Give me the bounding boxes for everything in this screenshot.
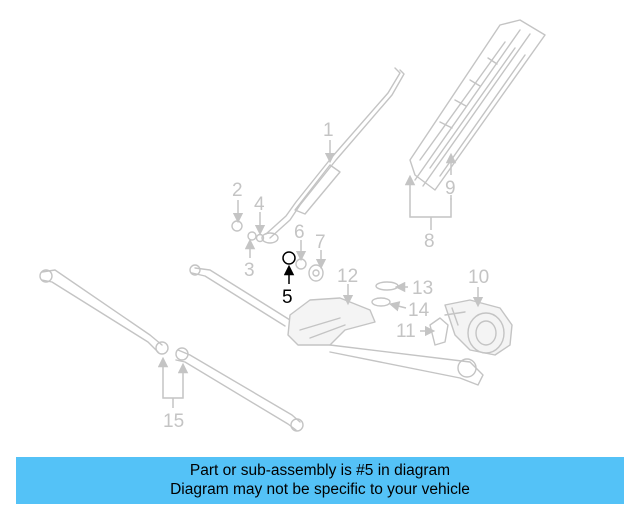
gasket-part-14 <box>371 297 391 307</box>
cap-part-7 <box>308 264 324 282</box>
callout-13: 13 <box>412 278 433 299</box>
banner-line-disclaimer: Diagram may not be specific to your vehi… <box>170 481 470 498</box>
callout-7: 7 <box>315 232 326 253</box>
wiper-parts-diagram: 1 2 3 4 5 6 7 8 9 10 11 12 13 14 15 <box>39 19 546 432</box>
nut-part-6 <box>295 258 307 270</box>
nut-part-3 <box>247 231 257 241</box>
drive-rod-upper <box>39 269 169 355</box>
wiper-linkage <box>189 264 484 386</box>
callout-3: 3 <box>244 260 255 281</box>
callout-9: 9 <box>445 178 456 199</box>
callout-5: 5 <box>282 287 293 308</box>
wiper-arm <box>261 67 405 244</box>
gasket-part-13 <box>375 281 399 291</box>
highlighted-part-5 <box>282 251 296 265</box>
callout-15: 15 <box>163 411 184 432</box>
callout-14: 14 <box>408 300 430 321</box>
callout-4: 4 <box>254 194 265 215</box>
callout-8: 8 <box>424 231 435 252</box>
info-banner: Part or sub-assembly is #5 in diagram Di… <box>16 457 624 504</box>
callout-11: 11 <box>396 321 416 342</box>
drive-rod-lower <box>175 347 304 432</box>
callout-2: 2 <box>232 180 243 201</box>
wiper-motor <box>444 299 513 356</box>
callout-6: 6 <box>294 222 305 243</box>
callout-10: 10 <box>468 267 489 288</box>
banner-line-part: Part or sub-assembly is #5 in diagram <box>189 462 451 479</box>
callout-1: 1 <box>323 120 334 141</box>
cap-part-2 <box>231 220 243 232</box>
bracket-part-11 <box>429 317 449 346</box>
callout-12: 12 <box>337 266 358 287</box>
wiper-blade <box>409 19 546 191</box>
